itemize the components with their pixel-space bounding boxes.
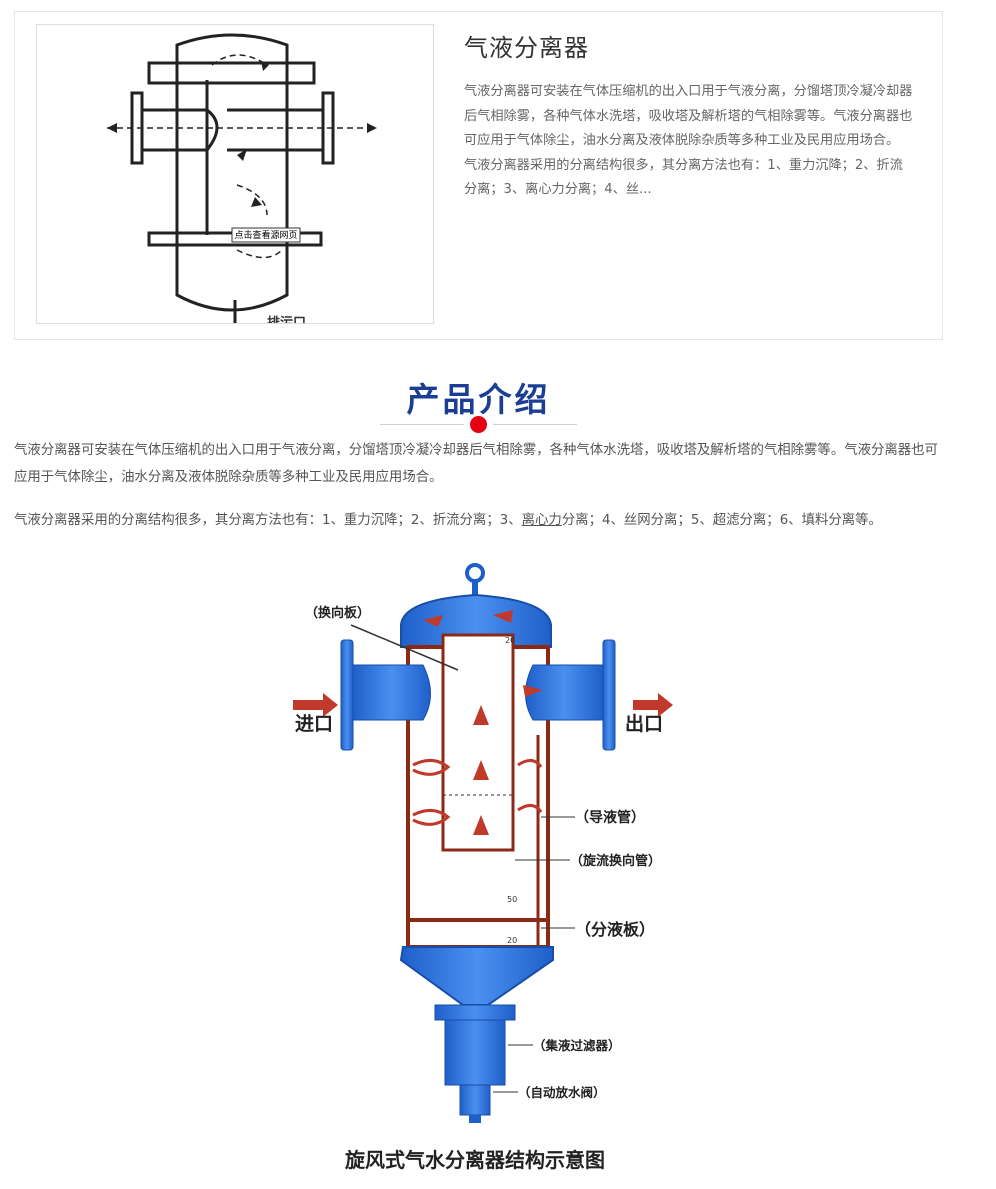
label-outlet: 出口 — [625, 712, 663, 735]
intro-paragraph-1: 气液分离器可安装在气体压缩机的出入口用于气液分离，分馏塔顶冷凝冷却器后气相除雾，… — [14, 443, 938, 485]
inlet-pipe — [352, 664, 431, 721]
drain-valve — [459, 1084, 491, 1116]
title-dot-icon — [470, 416, 487, 433]
label-drain-valve: （自动放水阀） — [518, 1085, 606, 1100]
section-title: 产品介绍 — [406, 380, 551, 419]
cyclone-separator-diagram: （换向板） 进口 出口 （导液管） （旋流换向管） （分液板） （集液过滤器） … — [283, 555, 683, 1185]
product-thumbnail[interactable]: 点击查看源网页 排污口 — [36, 24, 434, 324]
flow-arrows — [293, 610, 673, 835]
label-baffle: （换向板） — [305, 605, 370, 621]
lifting-eye-icon — [465, 563, 485, 583]
dim-label-mid: 50 — [507, 895, 517, 904]
intro-paragraph-2: 气液分离器采用的分离结构很多，其分离方法也有：1、重力沉降；2、折流分离；3、离… — [14, 507, 944, 534]
separator-sketch-image: 点击查看源网页 排污口 — [107, 33, 377, 324]
label-filter: （集液过滤器） — [533, 1038, 621, 1053]
title-divider-left — [380, 424, 464, 425]
product-title[interactable]: 气液分离器 — [464, 34, 589, 62]
label-liquid-plate: （分液板） — [575, 920, 655, 939]
inner-swirl-tube — [441, 633, 515, 852]
bottom-cone — [399, 946, 554, 1006]
p2-text-start: 气液分离器采用的分离结构很多，其分离方法也有：1、重力沉降；2、折流分离；3、 — [14, 513, 522, 528]
diagram-svg: （换向板） 进口 出口 （导液管） （旋流换向管） （分液板） （集液过滤器） … — [293, 563, 673, 1172]
thumb-overlay-box — [231, 227, 301, 243]
thumb-bottom-label: 排污口 — [267, 315, 306, 324]
label-guide-tube: （导液管） — [575, 809, 645, 826]
dim-label-top: 20 — [505, 636, 515, 645]
dim-label-bottom: 20 — [507, 936, 517, 945]
outlet-pipe — [525, 664, 604, 721]
product-description: 气液分离器可安装在气体压缩机的出入口用于气液分离，分馏塔顶冷凝冷却器后气相除雾，… — [464, 84, 913, 197]
p2-text-end: 分离；4、丝网分离；5、超滤分离；6、填料分离等。 — [561, 513, 882, 528]
title-divider-right — [493, 424, 577, 425]
product-card: 点击查看源网页 排污口 气液分离器 气液分离器可安装在气体压缩机的出入口用于气液… — [14, 11, 943, 340]
label-swirl-tube: （旋流换向管） — [570, 853, 661, 869]
thumb-overlay-text: 点击查看源网页 — [234, 229, 297, 241]
centrifugal-link[interactable]: 离心力 — [521, 513, 562, 528]
collector-filter — [444, 1019, 506, 1086]
label-inlet: 进口 — [295, 713, 333, 735]
diagram-caption: 旋风式气水分离器结构示意图 — [344, 1148, 605, 1172]
